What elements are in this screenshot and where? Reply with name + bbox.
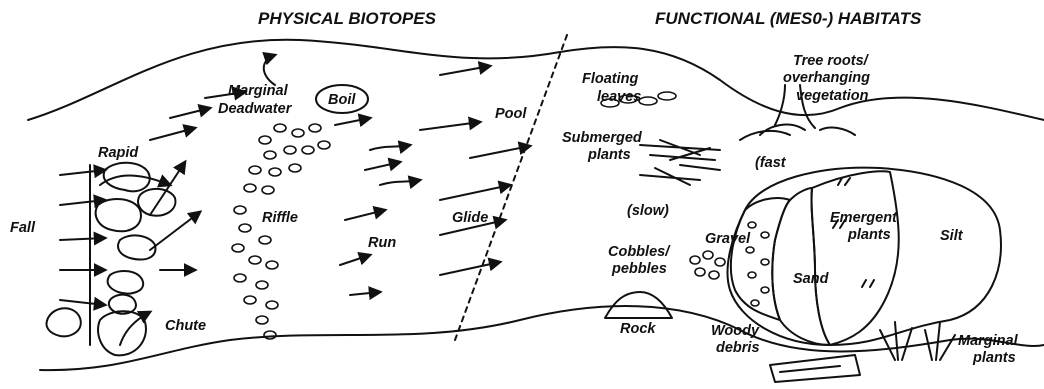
label-pool: Pool [495,106,527,122]
river-bank-bottom [40,306,1044,370]
label-marginal-deadwater-2: Deadwater [218,101,293,117]
woody-debris-log [770,355,860,382]
river-bank-top [28,40,1044,120]
label-marginal-deadwater-1: Marginal [228,83,289,99]
label-floating-leaves-1: Floating [582,71,639,87]
label-glide: Glide [452,210,488,226]
rapid-boulders [96,163,176,314]
chute-boulders [47,308,146,355]
label-gravel: Gravel [705,231,751,247]
label-cobbles-2: pebbles [611,261,667,277]
label-boil: Boil [328,92,356,108]
header-functional-habitats: FUNCTIONAL (MES0-) HABITATS [655,9,922,28]
label-riffle: Riffle [262,210,298,226]
label-submerged-plants-2: plants [587,147,631,163]
label-tree-roots-1: Tree roots/ [793,53,870,69]
label-marginal-plants-1: Marginal [958,333,1019,349]
label-rapid: Rapid [98,145,139,161]
label-emergent-plants-2: plants [847,227,891,243]
label-woody-debris-2: debris [716,340,760,356]
divider-dashed-line [455,35,567,340]
label-silt: Silt [940,228,964,244]
label-fast: (fast [755,155,787,171]
label-slow: (slow) [627,203,669,219]
label-run: Run [368,235,396,251]
submerged-plants [640,140,720,185]
flow-arrows [150,55,530,295]
label-tree-roots-2: overhanging [783,70,870,86]
substrate-blob [728,168,1001,345]
header-physical-biotopes: PHYSICAL BIOTOPES [258,9,437,28]
label-cobbles-1: Cobbles/ [608,244,671,260]
label-tree-roots-3: vegetation [796,88,869,104]
label-woody-debris-1: Woody [711,323,760,339]
label-chute: Chute [165,318,206,334]
label-rock: Rock [620,321,656,337]
label-marginal-plants-2: plants [972,350,1016,366]
riffle-pebbles [232,124,330,339]
fall-barrier [60,165,105,345]
rock-shape [605,292,672,318]
label-fall: Fall [10,220,36,236]
label-floating-leaves-2: leaves [597,89,641,105]
cobbles-cluster [690,251,725,279]
label-submerged-plants-1: Submerged [562,130,643,146]
label-sand: Sand [793,271,830,287]
label-emergent-plants-1: Emergent [830,210,898,226]
